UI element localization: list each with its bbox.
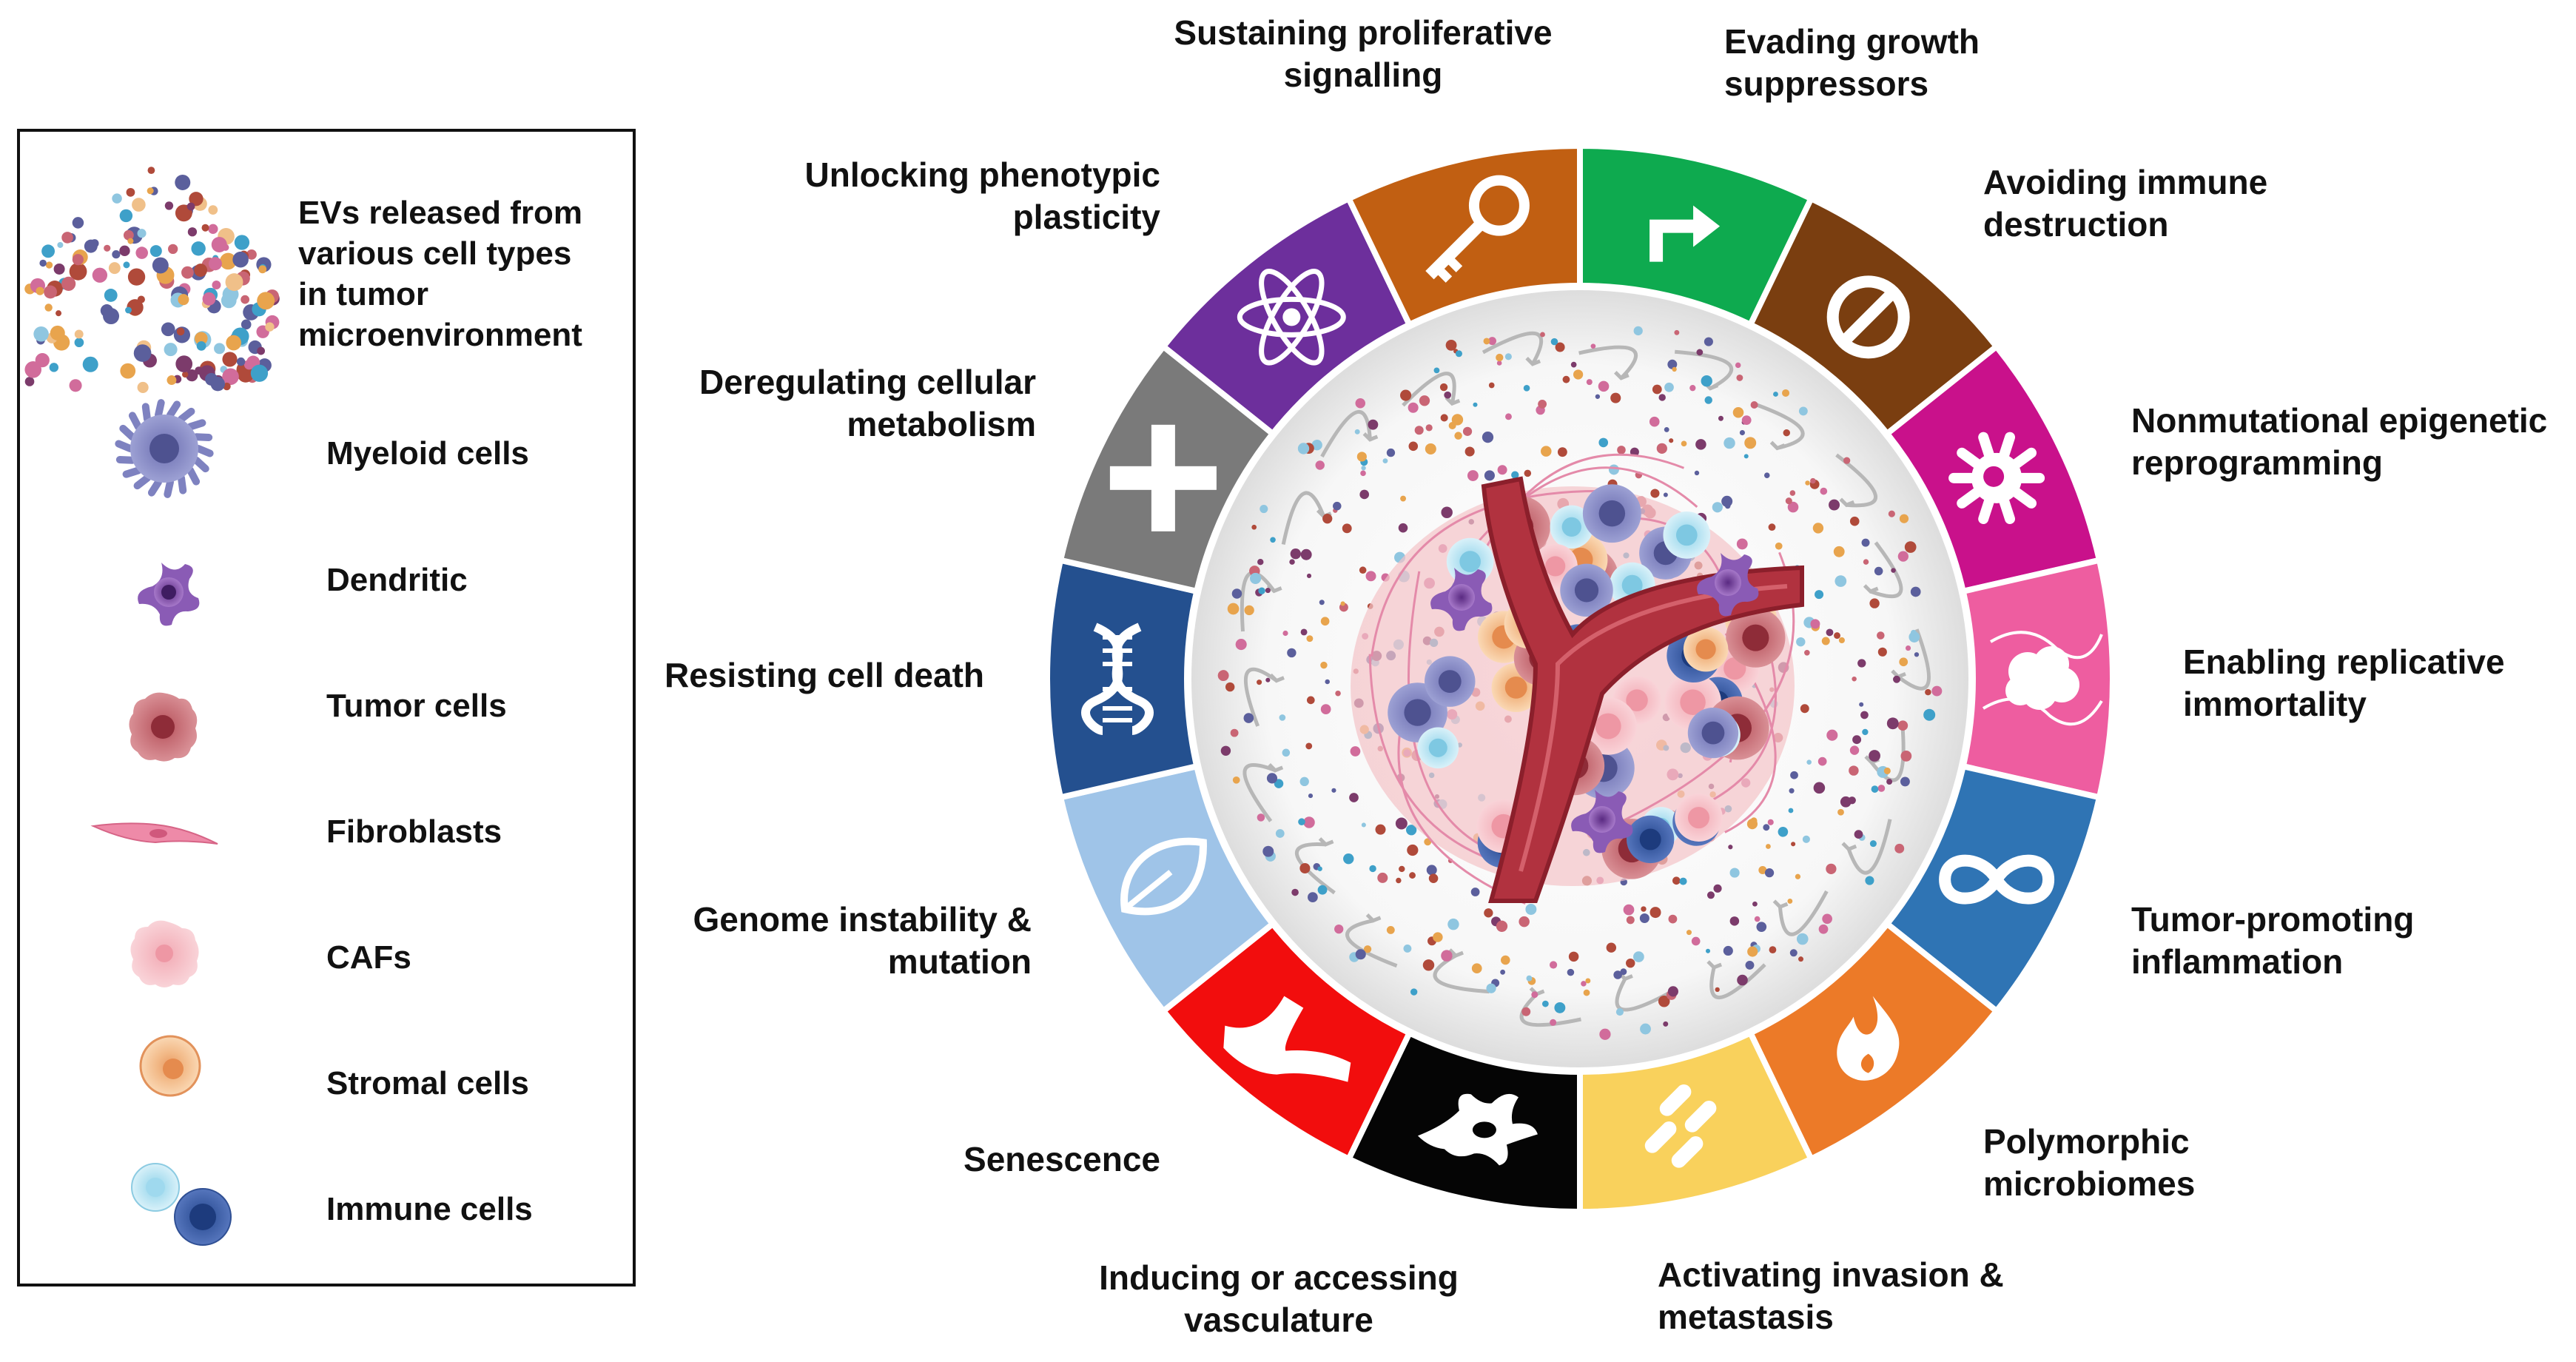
caf-icon xyxy=(130,920,199,987)
atom-icon xyxy=(1237,269,1346,366)
legend-label-fibroblasts: Fibroblasts xyxy=(326,813,502,850)
bent-arrow-icon xyxy=(1649,205,1721,262)
leaf-icon xyxy=(1120,837,1207,916)
cross-icon xyxy=(1109,424,1217,531)
dna-icon xyxy=(1081,623,1154,735)
label-resisting-cell-death: Resisting cell death xyxy=(665,656,984,694)
legend-frame xyxy=(17,129,636,1286)
flame-icon xyxy=(1837,996,1900,1081)
bacteria-icon xyxy=(1644,1084,1717,1168)
fibroblast-icon xyxy=(90,822,218,845)
key-icon xyxy=(1425,175,1530,283)
hallmark-segments xyxy=(1044,142,2116,1215)
tumor-cell-icon xyxy=(129,692,198,762)
chromatin-icon xyxy=(1982,631,2103,726)
label-genome-instability-mutation: Genome instability &mutation xyxy=(693,900,1032,981)
infinity-icon xyxy=(1939,854,2055,905)
legend-label-cafs: CAFs xyxy=(326,939,411,976)
hallmarks-wheel xyxy=(1041,140,2119,1218)
stromal-cell-icon xyxy=(139,1035,201,1097)
legend-label-evs: EVs released from various cell types in … xyxy=(298,195,591,353)
legend: EVs released from various cell types in … xyxy=(17,129,636,1286)
legend-label-myeloid: Myeloid cells xyxy=(326,435,529,472)
blood-vessel-icon xyxy=(1223,996,1351,1082)
ev-cloud-icon xyxy=(24,167,280,394)
invasive-cell-icon xyxy=(1417,1093,1538,1166)
legend-label-immune: Immune cells xyxy=(326,1191,533,1227)
legend-label-stromal: Stromal cells xyxy=(326,1065,529,1101)
legend-label-dendritic: Dendritic xyxy=(326,562,468,598)
label-activating-invasion-metastasis: Activating invasion &metastasis xyxy=(1658,1255,2004,1336)
prohibition-icon xyxy=(1826,275,1910,359)
immune-cells-icon xyxy=(131,1163,232,1246)
label-senescence: Senescence xyxy=(964,1140,1160,1178)
tumor-microenvironment xyxy=(1217,326,1943,1040)
dendritic-cell-icon xyxy=(138,563,200,626)
myeloid-cell-icon xyxy=(115,399,214,498)
legend-label-tumor: Tumor cells xyxy=(326,688,507,724)
immune-cell-icon xyxy=(1948,432,2045,524)
